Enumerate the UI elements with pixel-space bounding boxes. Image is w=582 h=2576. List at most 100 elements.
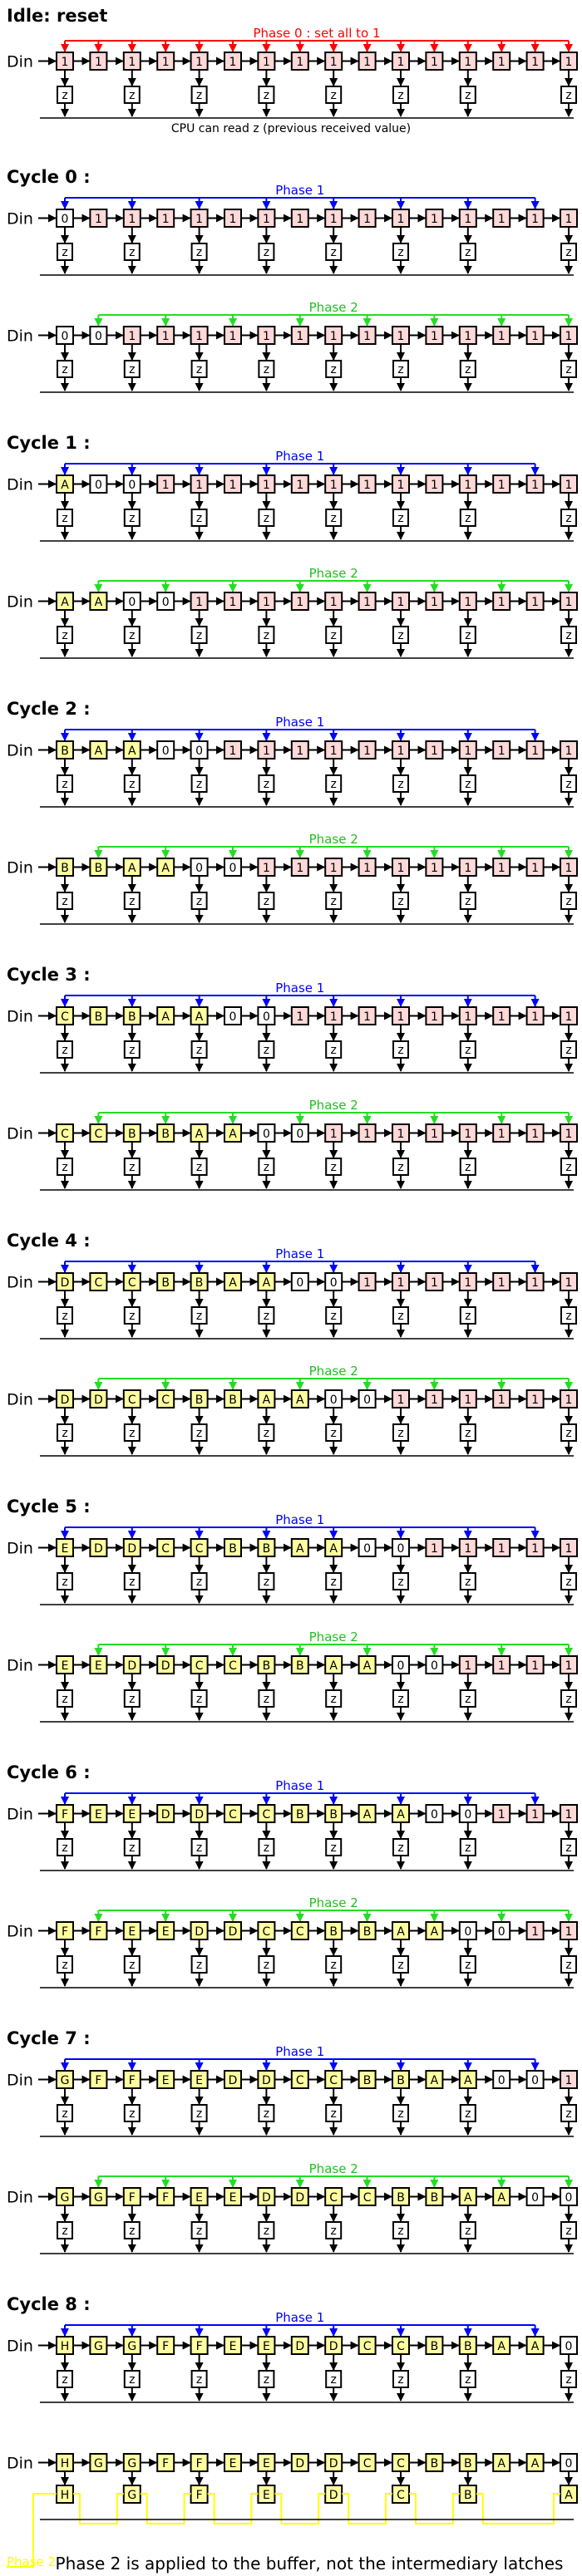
- latch-cell: 1: [458, 592, 477, 611]
- z-label: z: [264, 2107, 269, 2121]
- din-label: Din: [7, 327, 33, 346]
- z-label: z: [196, 1044, 202, 1057]
- latch-value: 1: [531, 213, 539, 226]
- latch-value: 1: [397, 862, 405, 875]
- latch-cell: B: [425, 2453, 444, 2472]
- z-label: z: [397, 363, 403, 376]
- z-label: z: [129, 89, 135, 102]
- latch-cell: 1: [425, 1389, 444, 1408]
- latch-value: 1: [565, 862, 573, 875]
- cycle-title: Cycle 3 :: [7, 965, 91, 985]
- latch-value: 1: [296, 596, 303, 609]
- latch-cell: F: [122, 2187, 141, 2206]
- latch-cell: B: [89, 858, 108, 877]
- z-label: z: [62, 895, 67, 908]
- latch-cell: H: [56, 2453, 74, 2472]
- latch-cell: 0: [324, 1272, 343, 1291]
- z-label: z: [264, 1576, 269, 1589]
- latch-cell: 1: [425, 740, 444, 760]
- latch-value: E: [195, 2074, 203, 2087]
- latch-cell: 1: [560, 740, 578, 760]
- latch-value: B: [397, 2074, 405, 2087]
- latch-value: D: [195, 1925, 204, 1939]
- latch-value: 1: [296, 330, 303, 343]
- z-label: z: [465, 2373, 471, 2387]
- latch-value: E: [229, 2457, 237, 2470]
- latch-value: 1: [565, 1276, 573, 1290]
- z-label: z: [264, 629, 269, 642]
- latch-cell: 1: [190, 326, 209, 345]
- z-label: z: [264, 1044, 269, 1057]
- latch-cell: 1: [525, 1123, 545, 1143]
- z-label: z: [565, 2373, 571, 2387]
- z-label: z: [129, 1161, 135, 1174]
- latch-cell: 1: [560, 1006, 578, 1025]
- latch-value: A: [263, 1276, 271, 1290]
- latch-value: 1: [498, 1659, 506, 1673]
- latch-cell: 1: [525, 1272, 545, 1291]
- z-label: z: [62, 778, 67, 791]
- din-label: Din: [7, 742, 33, 760]
- latch-cell: C: [392, 2453, 410, 2472]
- latch-cell: C: [156, 1389, 175, 1408]
- latch-cell: D: [122, 1655, 141, 1674]
- latch-value: C: [128, 1394, 136, 1407]
- latch-cell: B: [392, 2187, 410, 2206]
- latch-cell: E: [89, 1804, 108, 1823]
- latch-value: 1: [128, 56, 136, 69]
- latch-value: A: [161, 862, 170, 875]
- latch-cell: A: [492, 2453, 511, 2472]
- latch-value: B: [95, 1010, 103, 1024]
- latch-value: 1: [229, 479, 237, 492]
- latch-value: A: [296, 1394, 304, 1407]
- latch-cell: A: [525, 2336, 545, 2355]
- z-label: z: [397, 2107, 403, 2121]
- latch-value: C: [229, 1808, 237, 1821]
- latch-value: 1: [464, 330, 471, 343]
- latch-value: E: [62, 1542, 69, 1556]
- latch-value: 1: [565, 213, 573, 226]
- latch-cell: 1: [156, 209, 175, 228]
- latch-cell: 1: [290, 740, 309, 760]
- latch-value: 1: [363, 1128, 371, 1141]
- z-label: z: [465, 1841, 471, 1855]
- latch-value: B: [61, 745, 69, 758]
- latch-value: 1: [531, 1128, 539, 1141]
- latch-cell: C: [190, 1655, 209, 1674]
- latch-cell: 1: [290, 209, 309, 228]
- latch-value: 1: [397, 596, 405, 609]
- section-title: Idle: reset: [7, 6, 107, 26]
- z-label: z: [465, 1427, 471, 1440]
- latch-value: 1: [498, 479, 506, 492]
- latch-value: 1: [363, 596, 371, 609]
- latch-cell: 0: [56, 326, 74, 345]
- latch-value: E: [162, 2074, 170, 2087]
- buffer-value: H: [61, 2489, 70, 2502]
- z-label: z: [62, 89, 67, 102]
- z-label: z: [465, 246, 471, 259]
- latch-cell: 0: [89, 474, 108, 494]
- latch-cell: 1: [358, 858, 377, 877]
- latch-cell: D: [290, 2187, 309, 2206]
- latch-cell: A: [324, 1538, 343, 1557]
- din-label: Din: [7, 210, 33, 229]
- latch-cell: 1: [525, 1655, 545, 1674]
- latch-cell: 0: [190, 740, 209, 760]
- z-label: z: [129, 1427, 135, 1440]
- latch-value: 0: [229, 1010, 237, 1024]
- latch-value: 1: [229, 213, 237, 226]
- latch-value: E: [128, 1925, 136, 1939]
- z-label: z: [565, 1427, 571, 1440]
- phase-label: Phase 2: [309, 300, 358, 315]
- z-label: z: [565, 1310, 571, 1323]
- latch-cell: 1: [190, 592, 209, 611]
- latch-cell: 1: [458, 52, 477, 71]
- latch-value: D: [295, 2191, 304, 2205]
- latch-cell: 1: [358, 209, 377, 228]
- z-label: z: [264, 1959, 269, 1972]
- z-label: z: [196, 778, 202, 791]
